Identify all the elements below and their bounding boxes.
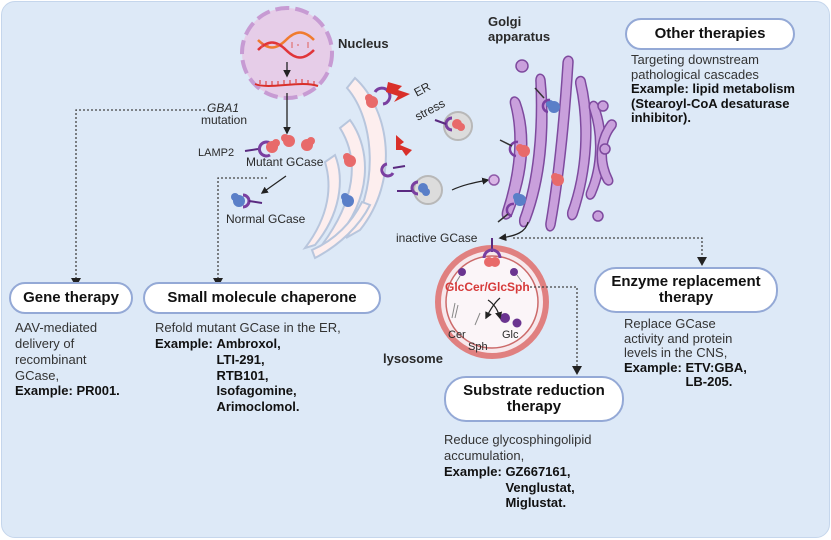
example-label: Example: — [155, 335, 213, 351]
example-drug: Arimoclomol. — [216, 399, 300, 415]
hydrolysis-arrows-icon — [485, 297, 503, 320]
ert-desc-line: Replace GCase — [624, 316, 716, 331]
example-drug: GZ667161, — [505, 463, 571, 479]
srt-title-line2: therapy — [506, 398, 562, 415]
ert-desc-line: levels in the CNS, — [624, 345, 728, 361]
example-drug: PR001. — [76, 383, 120, 399]
golgi-label-line1: Golgi — [488, 14, 522, 29]
example-drug: LB-205. — [685, 374, 733, 390]
golgi-label-line2: apparatus — [488, 29, 551, 44]
ert-pill: Enzyme replacement therapy — [594, 267, 778, 313]
srt-pill: Substrate reduction therapy — [444, 376, 624, 422]
mrna-icon — [254, 79, 319, 87]
example-drug: ETV:GBA, — [685, 359, 747, 375]
vesicle-normal — [397, 175, 443, 205]
cer-label: Cer — [448, 329, 466, 341]
chaperone-desc-line: Refold mutant GCase in the ER, — [155, 320, 341, 335]
example-drug: Miglustat. — [505, 495, 567, 511]
chaperone-pill: Small molecule chaperone — [143, 282, 381, 314]
other-desc-line: pathological cascades — [631, 66, 759, 82]
substrate-label: GlcCer/GlcSph — [445, 280, 530, 294]
other-therapies-pill: Other therapies — [625, 18, 795, 50]
mutant-gcase-label: Mutant GCase — [246, 155, 324, 169]
mutant-gcase-icons — [266, 134, 315, 153]
other-therapies-title: Other therapies — [654, 24, 766, 42]
other-example-line: inhibitor). — [631, 110, 691, 126]
gene-example: Example: PR001. — [15, 383, 120, 399]
srt-title-line1: Substrate reduction — [463, 381, 605, 399]
ert-desc-line: activity and protein — [624, 330, 733, 346]
other-desc-line: Targeting downstream — [631, 52, 759, 67]
mutation-label: mutation — [201, 113, 248, 127]
srt-description: Reduce glycosphingolipid accumulation, E… — [444, 432, 591, 511]
example-label: Example: — [624, 359, 682, 375]
ert-title-line2: therapy — [658, 289, 714, 306]
example-drug: Isofagomine, — [216, 383, 297, 399]
chaperone-description: Refold mutant GCase in the ER, Example: … — [155, 320, 341, 415]
gene-desc-line: GCase, — [15, 367, 60, 383]
endoplasmic-reticulum — [302, 76, 387, 260]
gene-desc-line: delivery of — [15, 335, 75, 351]
example-drug: RTB101, — [216, 367, 269, 383]
example-label: Example: — [15, 383, 73, 399]
lamp2-receptor-icon — [244, 140, 271, 158]
lysosome-label: lysosome — [383, 351, 443, 366]
gene-therapy-description: AAV-mediated delivery of recombinant GCa… — [15, 320, 120, 399]
other-example-line: Example: lipid metabolism — [631, 81, 795, 97]
other-example-line: (Stearoyl-CoA desaturase — [631, 95, 790, 111]
gba1-label: GBA1 — [207, 101, 240, 115]
arrow-golgi-to-lysosome — [498, 221, 529, 242]
example-drug: Venglustat, — [505, 479, 575, 495]
vesicle-mutant — [434, 111, 473, 141]
srt-example: Example: GZ667161, Venglustat, Miglustat… — [444, 464, 591, 512]
gene-desc-line: AAV-mediated — [15, 320, 98, 335]
ert-example: Example: ETV:GBA, LB-205. — [624, 359, 747, 390]
example-drug: LTI-291, — [216, 351, 265, 367]
arrow-to-normal-gcase — [260, 175, 287, 194]
example-drug: Ambroxol, — [216, 335, 281, 351]
lipid-molecule-icons — [451, 268, 523, 328]
golgi-apparatus — [501, 55, 617, 232]
ert-title-line1: Enzyme replacement — [611, 272, 761, 290]
other-therapies-description: Targeting downstream pathological cascad… — [631, 52, 795, 126]
glc-label: Glc — [502, 329, 519, 341]
er-stress-lightning-icons — [386, 82, 412, 156]
arrow-to-golgi — [451, 177, 490, 191]
sph-label: Sph — [468, 341, 488, 353]
golgi-vesicle — [488, 174, 500, 186]
example-label: Example: — [444, 463, 502, 479]
dotted-connectors — [75, 109, 703, 366]
srt-desc-line: accumulation, — [444, 447, 525, 463]
gene-therapy-pill: Gene therapy — [9, 282, 133, 314]
lamp2-label: LAMP2 — [198, 147, 235, 159]
normal-gcase-label: Normal GCase — [226, 212, 306, 226]
lysosome — [435, 245, 549, 359]
normal-gcase-icon — [231, 193, 263, 209]
inactive-gcase-label: inactive GCase — [396, 231, 478, 245]
dna-icon — [257, 31, 315, 59]
nucleus-label: Nucleus — [338, 36, 389, 51]
gene-desc-line: recombinant — [15, 351, 87, 367]
chaperone-example: Example: Ambroxol, LTI-291, RTB101, Isof… — [155, 336, 341, 415]
gene-therapy-title: Gene therapy — [23, 288, 119, 306]
ert-description: Replace GCase activity and protein level… — [624, 316, 747, 390]
chaperone-title: Small molecule chaperone — [167, 288, 357, 306]
srt-desc-line: Reduce glycosphingolipid — [444, 432, 592, 447]
golgi-gcase-icons — [497, 87, 564, 223]
lysosome-gcase-icon — [482, 238, 502, 267]
